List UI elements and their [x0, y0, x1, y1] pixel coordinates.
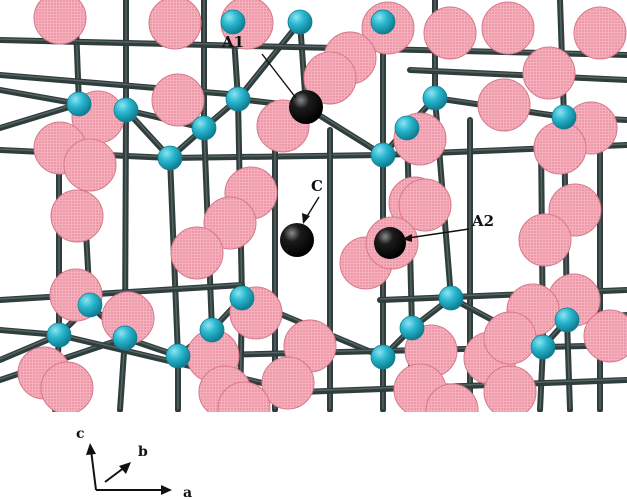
small-atom	[77, 292, 103, 318]
large-atoms	[17, 0, 627, 437]
bond-highlight	[409, 68, 627, 80]
small-atom	[554, 307, 580, 333]
large-atom	[148, 0, 202, 50]
small-atom	[394, 115, 420, 141]
bond	[407, 67, 627, 83]
large-atom	[170, 226, 224, 280]
small-atom	[551, 104, 577, 130]
small-atom	[112, 325, 138, 351]
large-atom	[151, 73, 205, 127]
axis-c-arrowhead	[86, 443, 96, 455]
a2-arrowhead	[402, 234, 412, 242]
large-atom	[483, 311, 537, 365]
small-atom	[113, 97, 139, 123]
large-atom	[573, 6, 627, 60]
bond-highlight	[237, 20, 301, 99]
c-arrowhead	[302, 213, 310, 224]
bond	[0, 101, 82, 131]
large-atom	[518, 213, 572, 267]
small-atom	[225, 86, 251, 112]
small-atom	[199, 317, 225, 343]
large-atom	[40, 361, 94, 415]
large-atom	[303, 51, 357, 105]
large-atom	[483, 365, 537, 419]
axis-b-arrowhead	[119, 462, 131, 474]
bond	[297, 377, 627, 395]
axis-c-line	[90, 449, 97, 491]
axis-triad: a c b	[76, 426, 192, 500]
bond-highlight	[0, 102, 80, 128]
small-atom	[220, 9, 246, 35]
axis-a-arrowhead	[161, 485, 172, 495]
bond	[175, 342, 627, 359]
bond-highlight	[0, 88, 80, 104]
small-atom	[66, 91, 92, 117]
large-atom	[33, 0, 87, 45]
small-atom	[370, 142, 396, 168]
large-atom	[533, 121, 587, 175]
small-atom	[370, 344, 396, 370]
site-a2-atom	[374, 227, 406, 259]
label-a2: A2	[471, 212, 494, 230]
large-atom	[63, 138, 117, 192]
c-leader-line	[305, 196, 320, 219]
small-atom	[191, 115, 217, 141]
small-atom	[422, 85, 448, 111]
small-atom	[399, 315, 425, 341]
bond	[0, 87, 82, 107]
bond-highlight	[299, 378, 627, 392]
bond	[0, 37, 627, 58]
axis-b-label: b	[138, 444, 148, 460]
site-c-atom	[280, 223, 314, 257]
bond-highlight	[566, 318, 571, 410]
site-labels: A1 C A2	[221, 33, 494, 242]
site-a1-atom	[289, 90, 323, 124]
label-a1: A1	[221, 33, 244, 51]
a2-leader-line	[407, 228, 470, 239]
small-atom	[438, 285, 464, 311]
figure-bottom-margin	[0, 412, 627, 500]
bond-highlight	[0, 38, 627, 55]
small-atom	[229, 285, 255, 311]
small-atom	[157, 145, 183, 171]
large-atom	[477, 78, 531, 132]
large-atom	[261, 356, 315, 410]
bond-highlight	[0, 283, 243, 300]
large-atom	[398, 178, 452, 232]
label-c: C	[311, 177, 323, 195]
small-atom	[370, 9, 396, 35]
small-atom	[287, 9, 313, 35]
a1-leader-line	[261, 53, 297, 99]
small-atom	[46, 322, 72, 348]
small-atom	[165, 343, 191, 369]
large-atom	[423, 6, 477, 60]
large-atom	[583, 309, 627, 363]
small-atom	[530, 334, 556, 360]
large-atom	[481, 1, 535, 55]
interstitial-atoms	[280, 90, 406, 259]
large-atom	[50, 189, 104, 243]
small-atoms	[46, 9, 580, 370]
axis-b-line	[104, 466, 126, 483]
axis-c-label: c	[76, 426, 85, 442]
axis-a-label: a	[183, 485, 192, 500]
large-atom	[522, 46, 576, 100]
